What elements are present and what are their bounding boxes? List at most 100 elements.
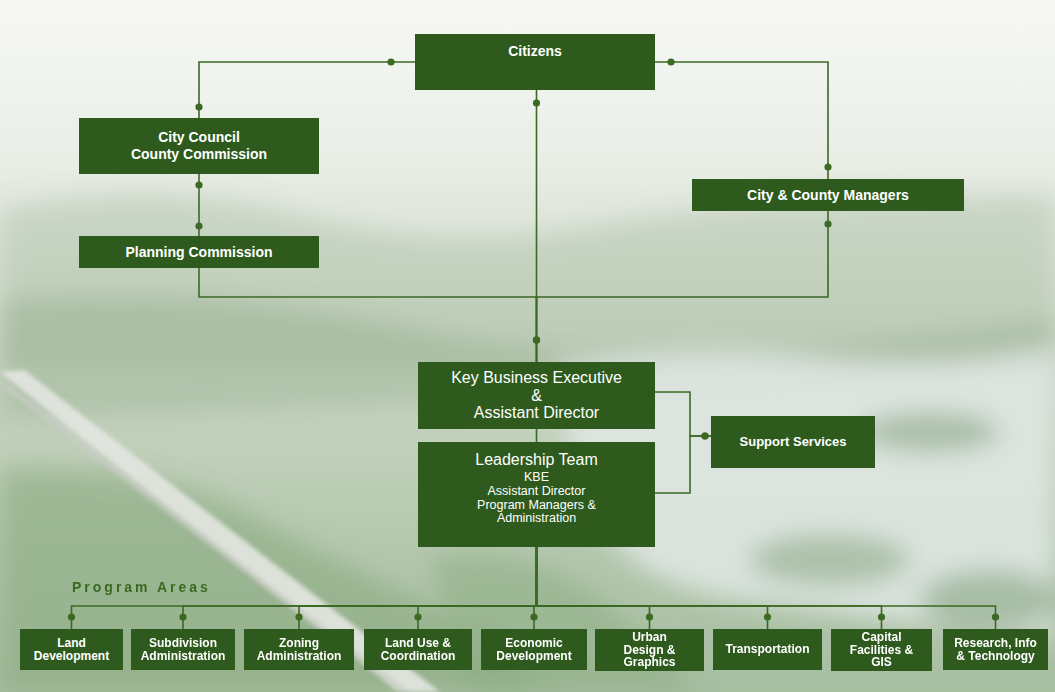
text-line: Administration bbox=[257, 650, 342, 663]
managers-box: City & County Managers bbox=[692, 179, 964, 211]
connector-line bbox=[183, 547, 537, 629]
connector-dot bbox=[195, 181, 202, 188]
box-title: Land Use & Coordination bbox=[381, 637, 456, 662]
connector-line bbox=[655, 62, 828, 179]
connector-dot bbox=[533, 99, 540, 106]
island bbox=[860, 412, 1000, 452]
connector-line bbox=[299, 547, 537, 629]
leadership-box: Leadership TeamKBE Assistant Director Pr… bbox=[418, 442, 655, 547]
executive-box: Key Business Executive & Assistant Direc… bbox=[418, 362, 655, 429]
connector-line bbox=[418, 547, 537, 629]
council-box: City Council County Commission bbox=[79, 118, 319, 174]
text-line: County Commission bbox=[131, 146, 267, 163]
connector-dot bbox=[195, 103, 202, 110]
connector-dot bbox=[992, 613, 999, 620]
text-line: Urban bbox=[623, 631, 675, 644]
connector-line bbox=[655, 436, 711, 493]
connector-dot bbox=[878, 613, 885, 620]
box-title: Economic Development bbox=[496, 637, 571, 662]
text-line: Land bbox=[34, 637, 109, 650]
text-line: Graphics bbox=[623, 656, 675, 669]
connector-dot bbox=[646, 613, 653, 620]
text-line: & bbox=[451, 387, 622, 405]
text-line: Assistant Director bbox=[477, 485, 596, 499]
text-line: KBE bbox=[477, 471, 596, 485]
text-line: Development bbox=[496, 650, 571, 663]
connector-line bbox=[537, 547, 768, 629]
box-title: Capital Facilities & GIS bbox=[850, 631, 913, 669]
island bbox=[920, 570, 1055, 630]
connector-dot bbox=[179, 613, 186, 620]
bridge-rail bbox=[0, 384, 410, 692]
connector-dot bbox=[764, 613, 771, 620]
text-line: Assistant Director bbox=[451, 404, 622, 422]
text-line: Program Managers & bbox=[477, 499, 596, 513]
connector-line bbox=[537, 211, 829, 362]
connector-dot bbox=[533, 336, 540, 343]
box-title: Urban Design & Graphics bbox=[623, 631, 675, 669]
commission-box: Planning Commission bbox=[79, 236, 319, 268]
text-line: City Council bbox=[131, 129, 267, 146]
support-box: Support Services bbox=[711, 416, 875, 468]
connector-dot bbox=[533, 336, 540, 343]
text-line: Land Use & bbox=[381, 637, 456, 650]
connector-dot bbox=[824, 163, 831, 170]
connector-line bbox=[537, 547, 882, 629]
program-area-box: Subdivision Administration bbox=[131, 629, 235, 670]
connector-dot bbox=[824, 220, 831, 227]
text-line: Capital bbox=[850, 631, 913, 644]
connector-dot bbox=[68, 613, 75, 620]
connector-line bbox=[72, 547, 537, 629]
box-title: Leadership Team bbox=[475, 450, 597, 469]
box-title: City Council County Commission bbox=[131, 129, 267, 163]
text-line: Economic bbox=[496, 637, 571, 650]
box-title: Planning Commission bbox=[125, 244, 272, 261]
box-body: KBE Assistant Director Program Managers … bbox=[477, 471, 596, 526]
box-title: Zoning Administration bbox=[257, 637, 342, 662]
program-area-box: Research, Info & Technology bbox=[943, 629, 1048, 670]
text-line: Research, Info bbox=[954, 637, 1037, 650]
text-line: Administration bbox=[477, 512, 596, 526]
island bbox=[750, 534, 910, 586]
box-title: Research, Info & Technology bbox=[954, 637, 1037, 662]
box-title: City & County Managers bbox=[747, 187, 909, 204]
box-title: Land Development bbox=[34, 637, 109, 662]
connector-dot bbox=[387, 58, 394, 65]
box-title: Transportation bbox=[725, 643, 809, 656]
connector-line bbox=[537, 547, 996, 629]
text-line: Key Business Executive bbox=[451, 369, 622, 387]
text-line: Design & bbox=[623, 644, 675, 657]
box-title: Subdivision Administration bbox=[141, 637, 226, 662]
box-title: Citizens bbox=[508, 43, 562, 60]
connector-dot bbox=[533, 336, 540, 343]
program-area-box: Transportation bbox=[713, 629, 822, 670]
citizens-box: Citizens bbox=[415, 34, 655, 90]
connector-line bbox=[537, 547, 650, 629]
connector-line bbox=[655, 392, 711, 436]
text-line: Transportation bbox=[725, 643, 809, 656]
program-area-box: Capital Facilities & GIS bbox=[831, 629, 932, 671]
connector-dot bbox=[667, 58, 674, 65]
connector-line bbox=[199, 62, 415, 118]
connector-dot bbox=[701, 432, 708, 439]
box-title: Support Services bbox=[740, 434, 847, 450]
text-line: Coordination bbox=[381, 650, 456, 663]
wooded-shore bbox=[430, 555, 700, 692]
connector-dot bbox=[195, 222, 202, 229]
text-line: & Technology bbox=[954, 650, 1037, 663]
text-line: Facilities & bbox=[850, 644, 913, 657]
connector-dot bbox=[530, 613, 537, 620]
program-area-box: Urban Design & Graphics bbox=[595, 629, 704, 671]
program-area-box: Land Development bbox=[20, 629, 123, 670]
text-line: Administration bbox=[141, 650, 226, 663]
connector-dot bbox=[701, 432, 708, 439]
connector-dot bbox=[295, 613, 302, 620]
program-area-box: Land Use & Coordination bbox=[364, 629, 472, 670]
connector-line bbox=[199, 268, 537, 362]
section-heading: Program Areas bbox=[72, 579, 211, 595]
connector-dot bbox=[414, 613, 421, 620]
text-line: Development bbox=[34, 650, 109, 663]
box-title: Key Business Executive & Assistant Direc… bbox=[451, 369, 622, 423]
